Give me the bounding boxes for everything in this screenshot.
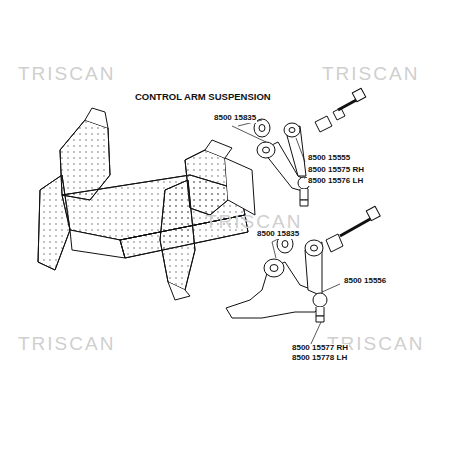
diagram-title: CONTROL ARM SUSPENSION [135, 92, 271, 102]
part-number: 8500 15835 [213, 114, 257, 123]
part-number: 8500 15576 LH [307, 177, 364, 186]
part-number: 8500 15556 [343, 277, 387, 286]
part-number: 8500 15577 RH [291, 344, 349, 353]
watermark: TRISCAN [18, 334, 115, 355]
part-number: 8500 15778 LH [291, 354, 348, 363]
part-number: 8500 15555 [307, 154, 351, 163]
watermark: TRISCAN [18, 64, 115, 85]
part-number: 8500 15575 RH [307, 166, 365, 175]
part-number: 8500 15835 [256, 230, 300, 239]
watermark: TRISCAN [322, 64, 419, 85]
